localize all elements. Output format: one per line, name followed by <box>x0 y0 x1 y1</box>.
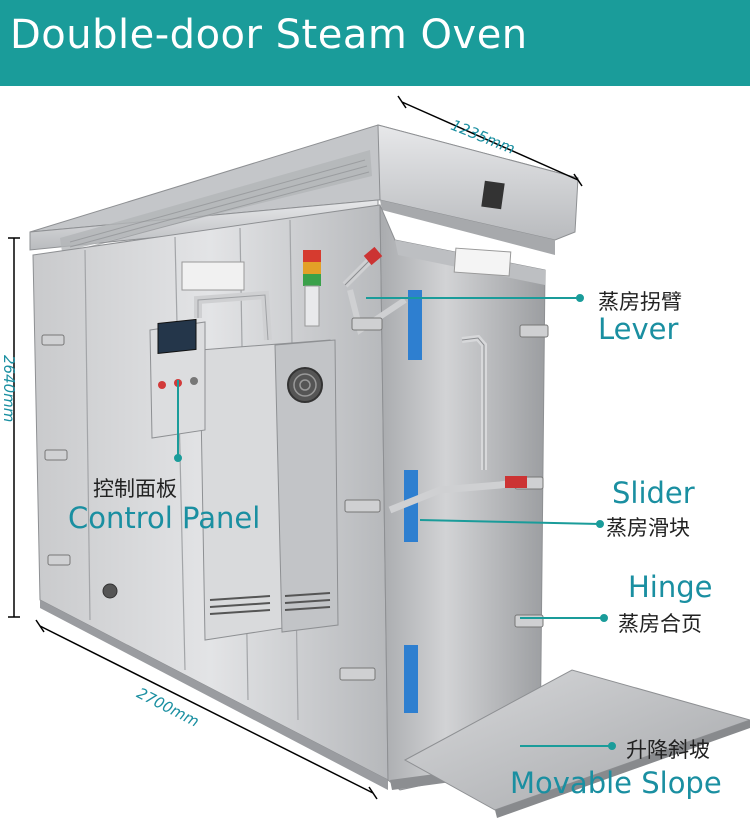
title-bar: Double-door Steam Oven <box>0 0 750 86</box>
lever-label-cn: 蒸房拐臂 <box>598 290 682 314</box>
dimension-height-label: 2640mm <box>0 355 18 423</box>
hinge-label-cn: 蒸房合页 <box>618 612 702 636</box>
slider-label-en: Slider <box>612 476 695 510</box>
control-panel-label-en: Control Panel <box>68 501 261 535</box>
page-title: Double-door Steam Oven <box>10 12 528 58</box>
slider-label-cn: 蒸房滑块 <box>606 516 690 540</box>
steam-oven-photo <box>8 95 750 818</box>
lever-label-en: Lever <box>598 312 679 346</box>
slope-label-cn: 升降斜坡 <box>626 738 710 762</box>
control-panel-label-cn: 控制面板 <box>93 477 177 501</box>
hinge-label-en: Hinge <box>628 570 713 604</box>
slope-label-en: Movable Slope <box>510 766 722 800</box>
